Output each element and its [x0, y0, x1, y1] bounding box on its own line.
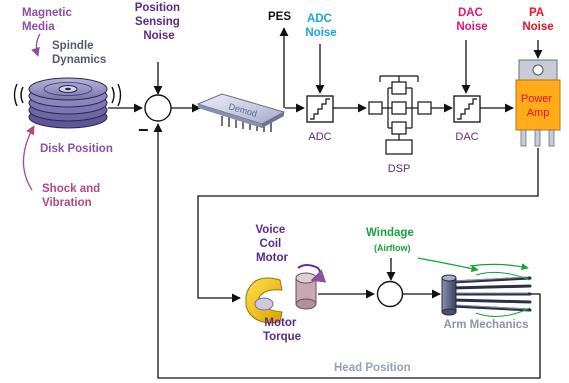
windage-label: Windage: [366, 227, 414, 239]
head-position-feedback-arrow: [153, 123, 541, 379]
dsp-block-icon: [368, 75, 432, 155]
adc-label: ADC: [308, 131, 331, 143]
demod-chip-icon: Demod: [196, 93, 286, 132]
spindle-dynamics-label: Spindle Dynamics: [52, 40, 106, 66]
position-sensing-noise-label: Position Sensing Noise: [135, 2, 184, 42]
voice-coil-motor-icon: [245, 264, 327, 324]
magnetic-media-arrow: [31, 33, 41, 57]
pa-to-motor-arrow: [197, 148, 539, 303]
airflow-arrow-1: [417, 257, 479, 273]
airflow-label: (Airflow): [374, 243, 411, 253]
airflow-arrow-2: [469, 263, 529, 271]
dac-label: DAC: [455, 131, 478, 143]
power-amp-icon: Power Amp: [515, 59, 561, 147]
dac-staircase-icon: [453, 95, 481, 123]
adc-noise-label: ADC Noise: [305, 13, 336, 39]
disk-position-label: Disk Position: [40, 143, 113, 155]
voice-coil-motor-label: Voice Coil Motor: [255, 224, 288, 264]
dsp-label: DSP: [388, 163, 411, 175]
shock-vibration-arrow: [22, 125, 35, 191]
disk-stack-icon: [13, 77, 122, 129]
pes-label: PES: [268, 11, 291, 23]
summing-junction-2: [376, 280, 404, 308]
shock-vibration-label: Shock and Vibration: [42, 183, 103, 209]
power-amp-label: Power Amp: [521, 93, 555, 119]
motor-torque-label: Motor Torque: [263, 317, 301, 343]
head-position-label: Head Position: [334, 362, 411, 374]
minus-sign: −: [138, 120, 149, 140]
pa-noise-label: PA Noise: [522, 7, 553, 33]
adc-staircase-icon: [306, 95, 334, 123]
summing-junction-icon: [144, 94, 172, 122]
dac-noise-label: DAC Noise: [456, 7, 487, 33]
arm-stack-icon: [441, 271, 532, 318]
arm-mechanics-label: Arm Mechanics: [443, 319, 528, 331]
magnetic-media-label: Magnetic Media: [22, 7, 75, 33]
